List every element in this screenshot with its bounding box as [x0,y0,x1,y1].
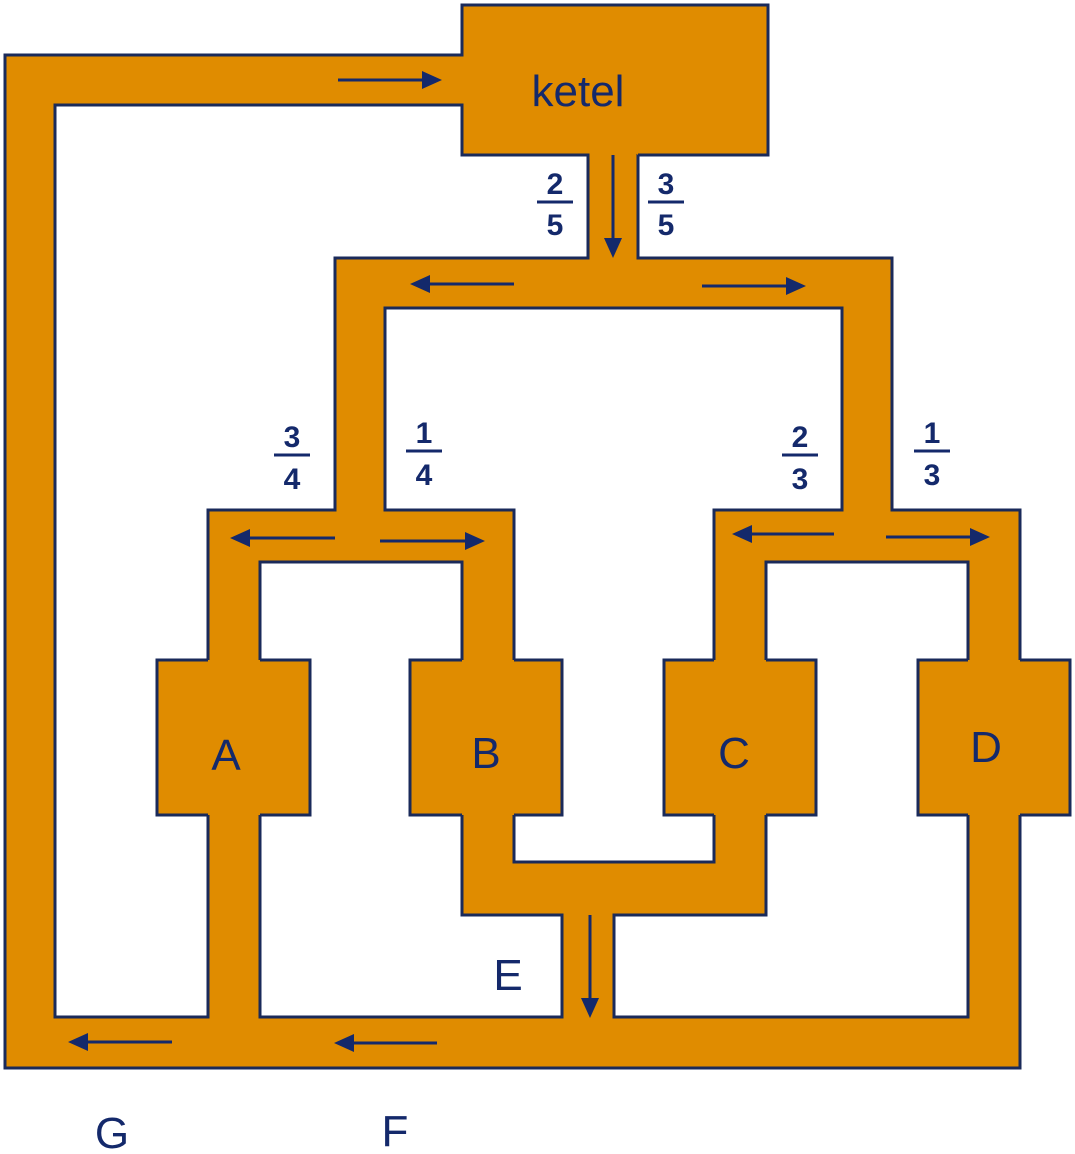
fraction-numerator: 3 [658,168,675,201]
label-g: G [95,1109,129,1154]
branch-pipes [210,155,1018,1019]
outline-cd-in [712,510,1022,660]
label-c: C [718,729,750,778]
fraction-denominator: 4 [416,459,433,492]
arrow-bottom-g-head [68,1033,88,1051]
pipe-a-out [210,813,258,1019]
arrow-to-d-head [970,528,990,546]
arrow-bottom-f-head [334,1034,354,1052]
fraction-numerator: 3 [284,421,301,454]
label-e: E [493,951,522,1000]
label-f: F [382,1107,409,1154]
fraction-denominator: 3 [792,463,809,496]
box-b [410,660,562,815]
fractions: 2 5 3 5 3 4 1 4 2 3 1 3 [274,168,950,496]
ketel-inlet-fill [440,57,466,103]
branch-outlines [155,155,1072,1068]
pipe-c-out [716,813,764,913]
fraction-left-right: 1 4 [406,417,442,492]
fraction-ketel-right: 3 5 [648,168,684,242]
arrow-top-right-head [786,277,806,295]
outline-bce [460,815,768,1017]
outline-ab-in [206,510,516,660]
arrow-to-c-head [732,525,752,543]
component-boxes [157,660,1070,815]
fraction-right-left: 2 3 [782,421,818,496]
fraction-numerator: 1 [924,417,941,450]
outline-box-c [662,658,818,817]
arrow-to-b-head [465,532,485,550]
label-b: B [471,729,500,778]
outline-box-d [916,658,1072,817]
arrow-to-a-head [230,529,250,547]
flow-arrows [68,71,990,1052]
arrow-into-ketel-head [422,71,442,89]
outline-ketel-down [586,155,640,258]
pipe-a-in [210,512,258,662]
fraction-ketel-left: 2 5 [537,168,573,242]
box-c [664,660,816,815]
fraction-denominator: 3 [924,459,941,492]
ketel-label: ketel [532,67,625,116]
label-a: A [211,731,241,780]
labels: ketel A B C D E F G [95,67,1002,1154]
fraction-numerator: 2 [547,168,564,201]
outline-box-a [155,658,312,817]
arrow-e-down-head [581,998,599,1018]
pipe-bc-join [512,864,716,913]
fraction-denominator: 4 [284,463,301,496]
fraction-denominator: 5 [547,209,564,242]
label-d: D [970,723,1002,772]
ketel-fill [464,7,766,153]
pipe-b-out [464,813,512,913]
box-d [918,660,1070,815]
pipe-b-in [464,512,512,662]
pipe-d-out [970,813,1018,1019]
box-a [157,660,310,815]
fraction-numerator: 1 [416,417,433,450]
fraction-numerator: 2 [792,421,809,454]
fraction-right-right: 1 3 [914,417,950,492]
arrow-top-left-head [410,275,430,293]
outline-box-b [408,658,564,817]
arrow-ketel-down-head [604,238,622,258]
fraction-denominator: 5 [658,209,675,242]
fraction-left-left: 3 4 [274,421,310,496]
outline-ad-out [206,815,1022,1068]
